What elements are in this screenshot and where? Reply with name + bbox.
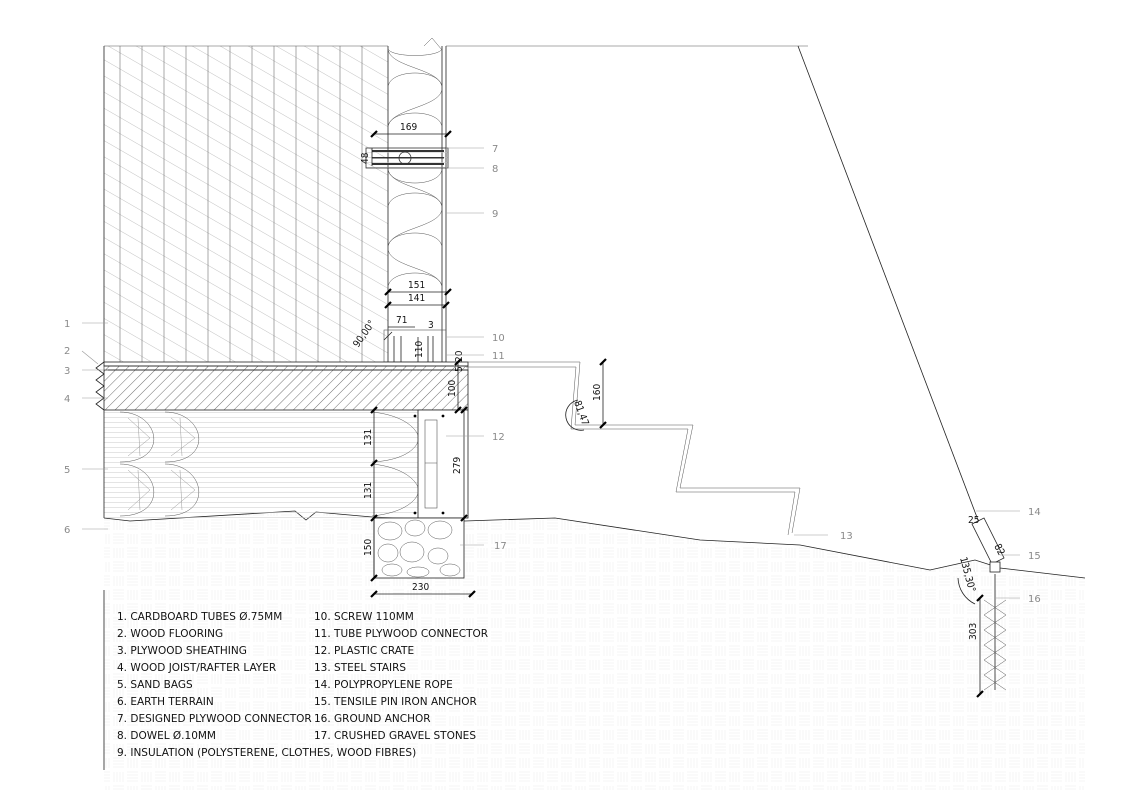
dim-3: 3: [428, 320, 434, 331]
plastic-crate: [413, 409, 469, 519]
legend: 1. CARDBOARD TUBES Ø.75MM 2. WOOD FLOORI…: [117, 611, 488, 759]
steel-stairs: [466, 361, 801, 536]
dim-20: 20: [454, 350, 465, 362]
legend-item-1: 1. CARDBOARD TUBES Ø.75MM: [117, 611, 282, 623]
callout-leaders: [81, 147, 1020, 599]
legend-item-7: 7. DESIGNED PLYWOOD CONNECTOR: [117, 713, 312, 725]
callout-11: 11: [492, 351, 505, 362]
sand-bags: [103, 410, 419, 518]
legend-item-5: 5. SAND BAGS: [117, 679, 193, 691]
callout-5: 5: [64, 465, 70, 476]
callout-13: 13: [840, 531, 853, 542]
plywood-connector: [365, 147, 449, 169]
dim-279: 279: [452, 457, 463, 474]
dim-5: 5: [454, 366, 465, 372]
dim-150: 150: [363, 539, 374, 556]
callout-12: 12: [492, 432, 505, 443]
callout-4: 4: [64, 394, 70, 405]
callout-16: 16: [1028, 594, 1041, 605]
legend-item-4: 4. WOOD JOIST/RAFTER LAYER: [117, 662, 276, 674]
tensile-anchor: [971, 517, 1005, 573]
callout-14: 14: [1028, 507, 1041, 518]
callout-8: 8: [492, 164, 498, 175]
legend-item-11: 11. TUBE PLYWOOD CONNECTOR: [314, 628, 488, 640]
callout-numbers: 1 2 3 4 5 6 7 8 9 10 11 12 13 14 15 16 1…: [64, 144, 1041, 605]
dim-81-47: 81,47: [571, 399, 590, 427]
joist-layer: [95, 361, 469, 411]
dim-151: 151: [408, 280, 425, 291]
dim-131-top: 131: [363, 429, 374, 446]
dimension-lines: [370, 130, 984, 698]
legend-item-12: 12. PLASTIC CRATE: [314, 645, 414, 657]
callout-7: 7: [492, 144, 498, 155]
legend-item-15: 15. TENSILE PIN IRON ANCHOR: [314, 696, 477, 708]
dim-131-bottom: 131: [363, 482, 374, 499]
legend-item-6: 6. EARTH TERRAIN: [117, 696, 214, 708]
legend-item-10: 10. SCREW 110MM: [314, 611, 414, 623]
dim-48: 48: [360, 152, 371, 164]
dim-25: 25: [968, 515, 979, 526]
legend-item-8: 8. DOWEL Ø.10MM: [117, 730, 216, 742]
callout-3: 3: [64, 366, 70, 377]
floor-layers: [103, 361, 469, 371]
dim-100: 100: [447, 380, 458, 397]
crushed-gravel: [373, 517, 465, 579]
cardboard-tubes-wall: [103, 45, 389, 362]
dim-110: 110: [414, 341, 425, 358]
legend-item-9: 9. INSULATION (POLYSTERENE, CLOTHES, WOO…: [117, 747, 416, 759]
legend-item-13: 13. STEEL STAIRS: [314, 662, 406, 674]
dim-160: 160: [592, 384, 603, 401]
dim-82: 82: [991, 542, 1006, 557]
callout-10: 10: [492, 333, 505, 344]
callout-9: 9: [492, 209, 498, 220]
legend-item-16: 16. GROUND ANCHOR: [314, 713, 431, 725]
legend-item-17: 17. CRUSHED GRAVEL STONES: [314, 730, 476, 742]
dim-169: 169: [400, 122, 417, 133]
legend-item-3: 3. PLYWOOD SHEATHING: [117, 645, 247, 657]
dim-71: 71: [396, 315, 407, 326]
polypropylene-rope: [797, 45, 979, 521]
legend-item-2: 2. WOOD FLOORING: [117, 628, 223, 640]
legend-item-14: 14. POLYPROPYLENE ROPE: [314, 679, 453, 691]
callout-15: 15: [1028, 551, 1041, 562]
callout-1: 1: [64, 319, 70, 330]
insulation-layer: [387, 37, 808, 362]
dim-303: 303: [968, 623, 979, 640]
callout-6: 6: [64, 525, 70, 536]
ground-anchor: [983, 574, 1007, 691]
callout-2: 2: [64, 346, 70, 357]
dim-141: 141: [408, 293, 425, 304]
callout-17: 17: [494, 541, 507, 552]
dim-230: 230: [412, 582, 429, 593]
